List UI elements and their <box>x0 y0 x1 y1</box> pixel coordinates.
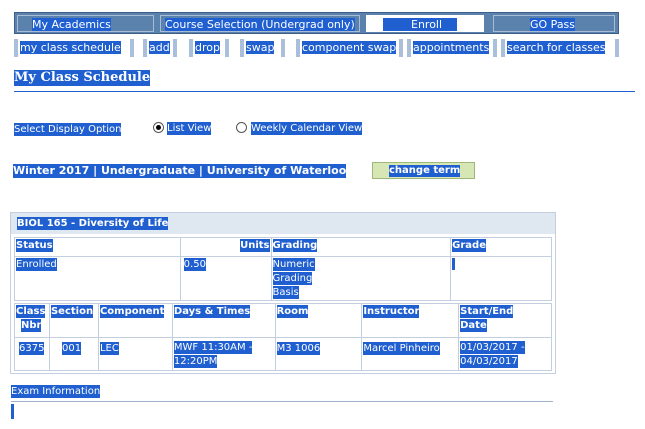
course-header: BIOL 165 - Diversity of Life <box>11 213 555 234</box>
tab-label: My Academics <box>32 18 111 31</box>
class-nbr-value: 6375 <box>14 337 50 371</box>
calendar-view-radio[interactable] <box>236 122 247 133</box>
sub-navigation: my class schedule add drop swap componen… <box>14 39 619 57</box>
nav-label: add <box>149 41 170 54</box>
tab-go-pass[interactable]: GO Pass <box>493 15 615 32</box>
tab-my-academics[interactable]: My Academics <box>17 15 154 32</box>
top-tab-bar: My Academics Course Selection (Undergrad… <box>14 12 619 34</box>
exam-information-label: Exam Information <box>11 385 101 398</box>
status-value: Enrolled <box>14 256 181 301</box>
display-option-label: Select Display Option <box>14 123 122 136</box>
section-header: Section <box>48 303 99 338</box>
nav-drop[interactable]: drop <box>189 39 229 57</box>
units-value: 0.50 <box>179 256 272 301</box>
tab-label: GO Pass <box>530 18 576 31</box>
grading-value: Numeric Grading Basis <box>270 256 452 301</box>
status-header: Status <box>14 237 181 257</box>
tab-course-selection[interactable]: Course Selection (Undergrad only) <box>160 15 360 32</box>
component-header: Component <box>97 303 173 338</box>
nav-label: appointments <box>413 41 490 54</box>
grade-header: Grade <box>450 237 552 257</box>
list-view-label[interactable]: List View <box>167 122 212 135</box>
days-times-header: Days & Times <box>171 303 276 338</box>
calendar-view-label[interactable]: Weekly Calendar View <box>251 122 363 135</box>
start-end-date-value: 01/03/2017 - 04/03/2017 <box>458 337 552 371</box>
nav-add[interactable]: add <box>143 39 177 57</box>
grade-value <box>450 256 552 301</box>
instructor-value[interactable]: Marcel Pinheiro <box>361 337 460 371</box>
room-value: M3 1006 <box>274 337 363 371</box>
tab-enroll[interactable]: Enroll <box>366 15 484 32</box>
instructor-header: Instructor <box>361 303 460 338</box>
component-value: LEC <box>97 337 173 371</box>
selection-caret <box>11 404 14 419</box>
status-row: Enrolled 0.50 Numeric Grading Basis <box>14 256 552 301</box>
class-nbr-header: Class Nbr <box>14 303 50 338</box>
start-end-date-header: Start/End Date <box>458 303 552 338</box>
nav-label: drop <box>195 41 220 54</box>
list-view-radio[interactable] <box>153 122 164 133</box>
nav-swap[interactable]: swap <box>240 39 285 57</box>
change-term-button[interactable]: change term <box>372 162 475 179</box>
tab-label: Course Selection (Undergrad only) <box>165 18 355 31</box>
section-value: 001 <box>48 337 99 371</box>
class-header-row: Class Nbr Section Component Days & Times… <box>14 303 552 338</box>
course-title: BIOL 165 - Diversity of Life <box>17 217 169 230</box>
status-header-row: Status Units Grading Grade <box>14 237 552 257</box>
units-header: Units <box>179 237 272 257</box>
class-table: Class Nbr Section Component Days & Times… <box>14 303 552 371</box>
course-panel: BIOL 165 - Diversity of Life Status Unit… <box>10 212 556 374</box>
room-header: Room <box>274 303 363 338</box>
status-table: Status Units Grading Grade Enrolled 0.50… <box>14 237 552 301</box>
nav-label: component swap <box>302 41 397 54</box>
title-divider <box>14 91 635 92</box>
nav-component-swap[interactable]: component swap <box>296 39 403 57</box>
exam-divider <box>11 401 553 402</box>
term-label: Winter 2017 | Undergraduate | University… <box>13 164 347 178</box>
grading-header: Grading <box>270 237 452 257</box>
nav-appointments[interactable]: appointments <box>407 39 497 57</box>
nav-label: search for classes <box>507 41 606 54</box>
nav-search-for-classes[interactable]: search for classes <box>501 39 619 57</box>
nav-label: swap <box>246 41 275 54</box>
class-row: 6375 001 LEC MWF 11:30AM - 12:20PM M3 10… <box>14 337 552 371</box>
tab-label: Enroll <box>383 18 458 31</box>
days-times-value: MWF 11:30AM - 12:20PM <box>171 337 276 371</box>
change-term-label: change term <box>389 165 461 177</box>
nav-label: my class schedule <box>20 41 121 54</box>
nav-my-class-schedule[interactable]: my class schedule <box>14 39 134 57</box>
page-title: My Class Schedule <box>14 70 151 86</box>
